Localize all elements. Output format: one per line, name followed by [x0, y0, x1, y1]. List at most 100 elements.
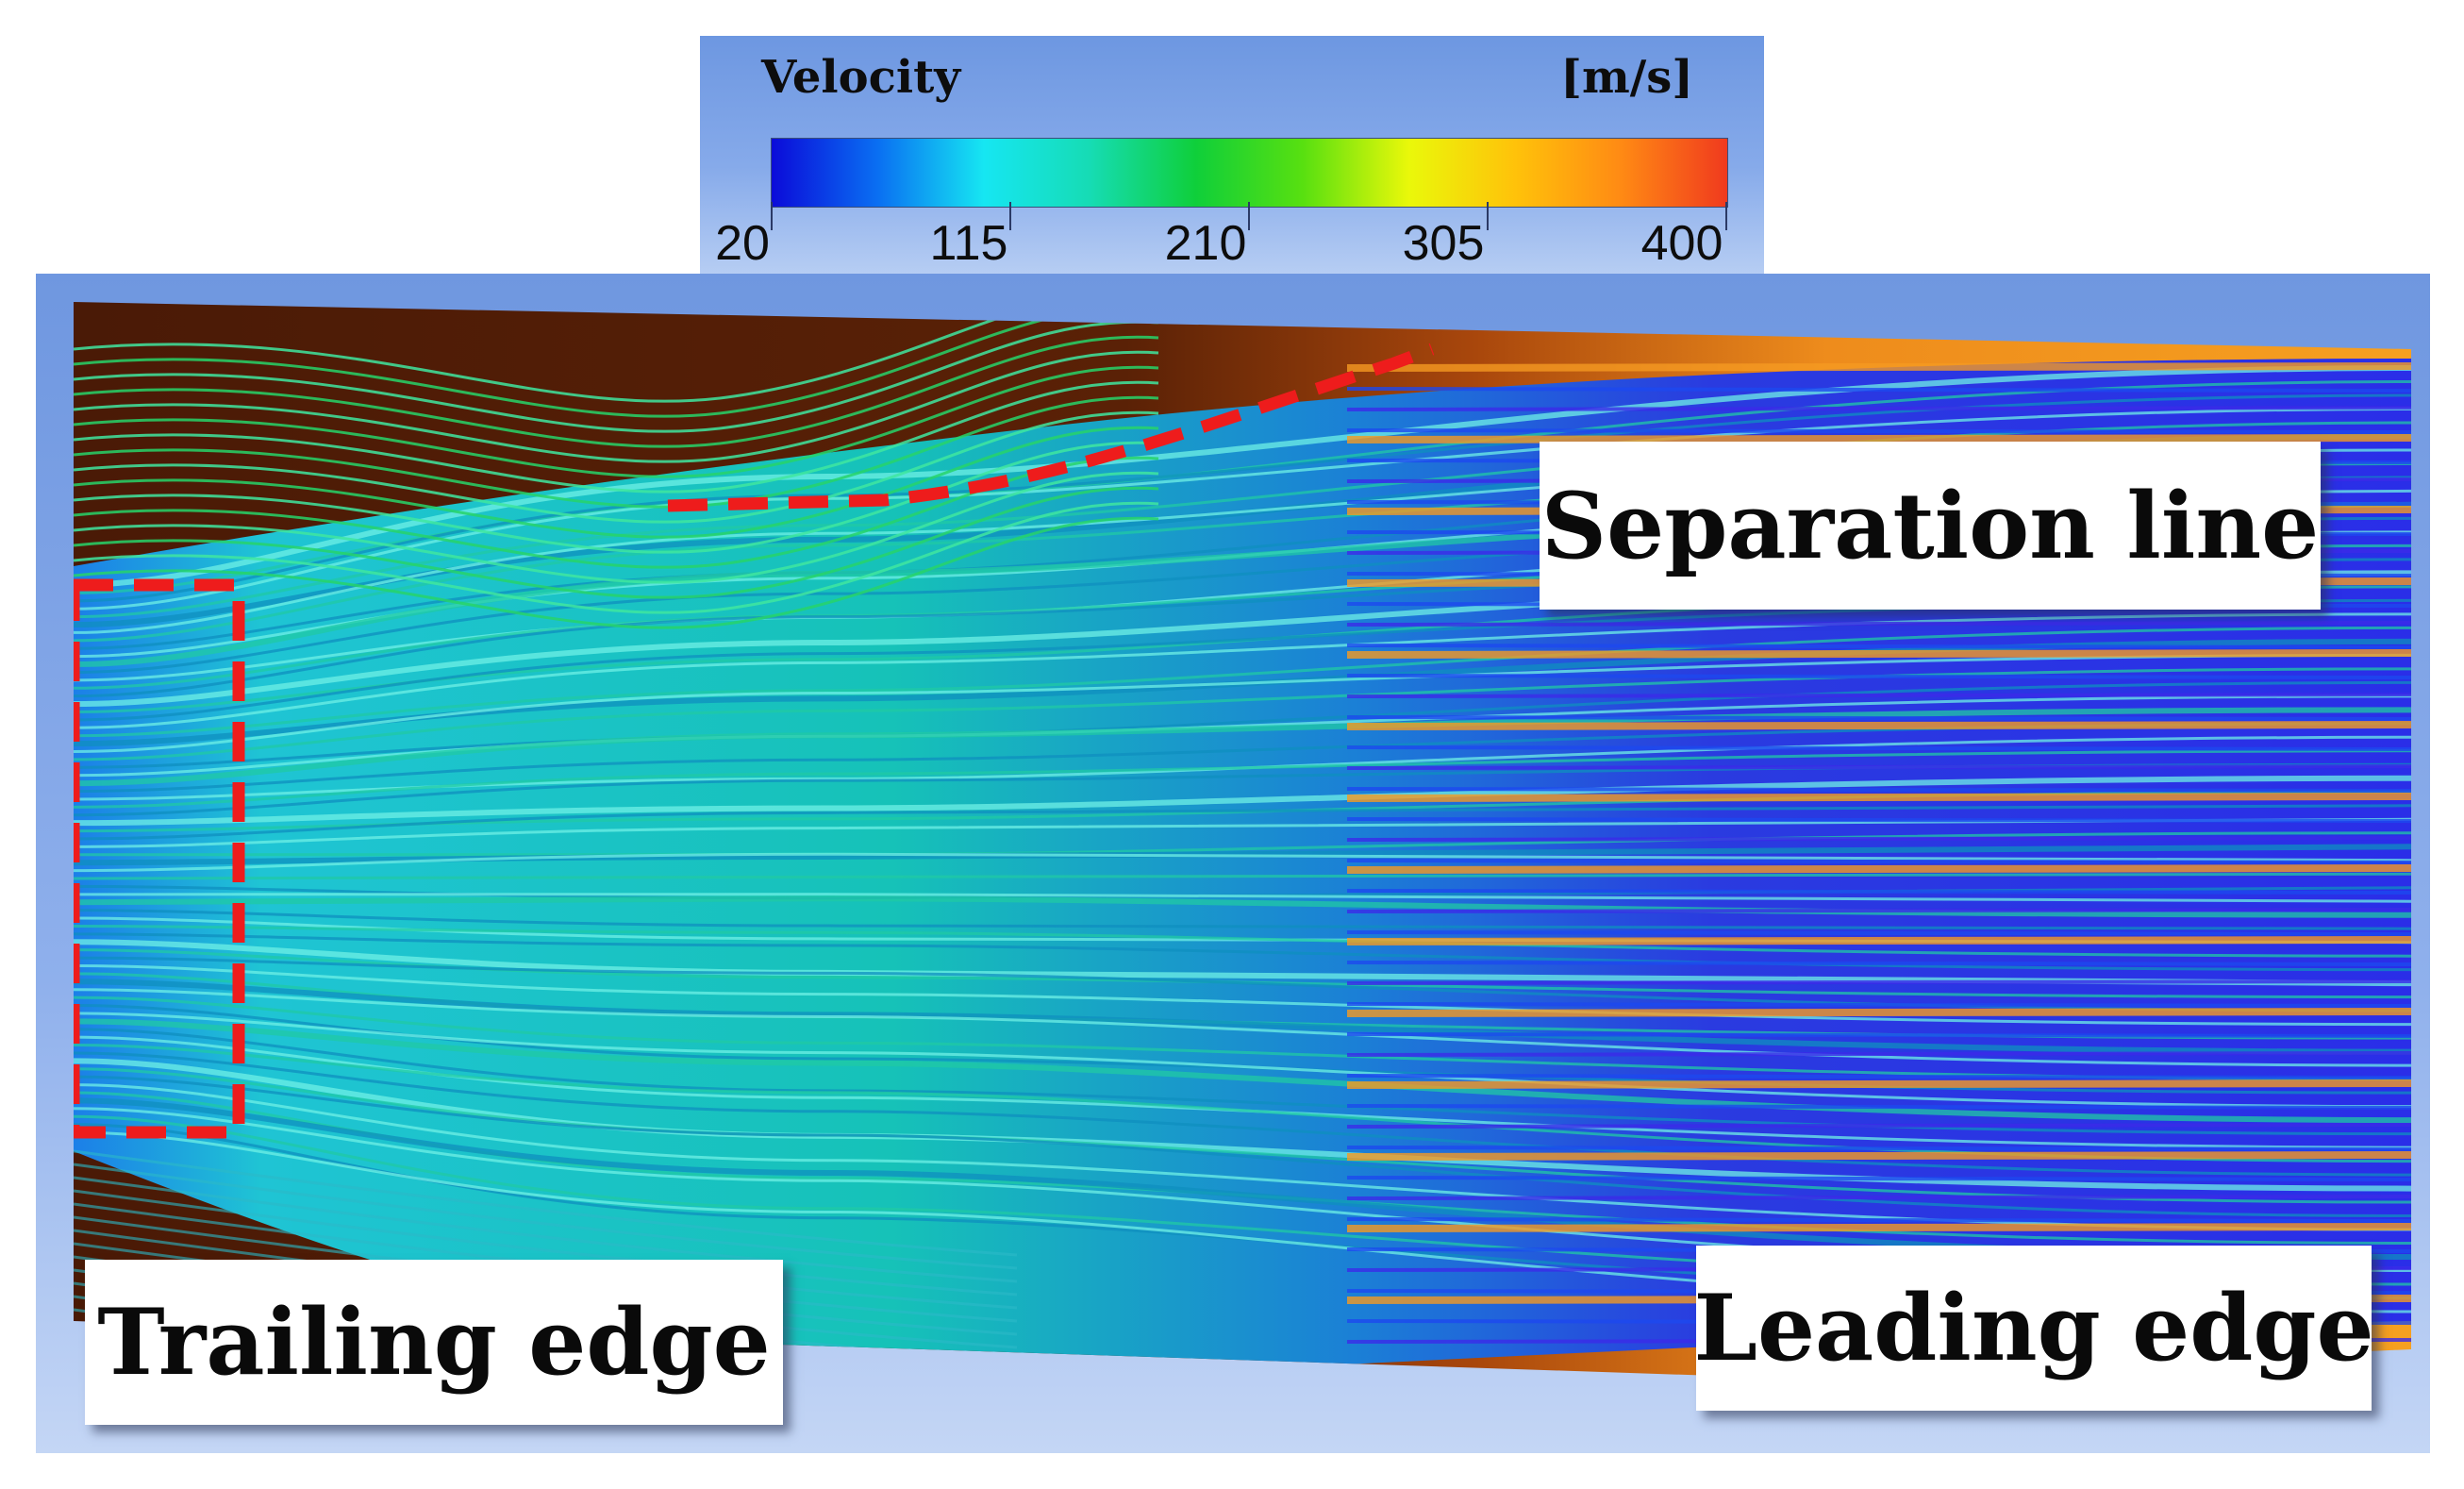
streamline — [1346, 817, 2411, 823]
streamline — [74, 1075, 2411, 1218]
streamline — [74, 988, 2411, 1067]
legend-tick-line — [1009, 202, 1011, 230]
legend-tick-label: 210 — [1164, 216, 1247, 271]
streamline — [74, 707, 2411, 787]
streamline — [74, 350, 1159, 463]
streamline — [1346, 693, 2411, 698]
streamline — [1346, 836, 2411, 842]
streamline — [74, 426, 1159, 539]
streamline — [1346, 721, 2411, 730]
streamline — [1346, 406, 2411, 411]
streamline — [74, 380, 1159, 494]
streamline — [1346, 434, 2411, 443]
streamline — [74, 1202, 1018, 1310]
streamline — [74, 626, 2411, 738]
streamline — [1346, 930, 2411, 936]
streamline — [74, 872, 2411, 880]
streamline — [1346, 428, 2411, 434]
velocity-colorbar — [771, 138, 1728, 208]
separation-line-marker — [667, 343, 1435, 512]
streamline — [1346, 644, 2411, 649]
streamline — [74, 1051, 2411, 1177]
streamline — [74, 471, 1159, 584]
streamline — [1346, 1123, 2411, 1129]
streamline — [74, 924, 2411, 958]
streamline — [74, 407, 2411, 611]
streamline — [1346, 793, 2411, 802]
legend-tick-label: 400 — [1640, 216, 1723, 271]
streamline — [1346, 387, 2411, 393]
streamline — [1346, 859, 2411, 864]
streamline — [1346, 715, 2411, 721]
streamline — [74, 1176, 1018, 1283]
streamline — [74, 516, 1159, 629]
streamline — [1346, 1032, 2411, 1038]
streamline — [74, 844, 2411, 866]
streamline — [1346, 1217, 2411, 1223]
streamline — [74, 893, 2411, 903]
streamline — [1346, 1195, 2411, 1200]
streamline — [74, 1035, 2411, 1149]
streamline — [1346, 745, 2411, 751]
streamline — [1346, 961, 2411, 966]
leading-edge-label: Leading edge — [1693, 1246, 2374, 1411]
streamline — [1346, 979, 2411, 985]
legend-title: Velocity — [761, 51, 961, 104]
streamline — [1346, 1079, 2411, 1089]
streamline — [74, 1163, 1018, 1270]
streamline — [1346, 936, 2411, 945]
streamline — [74, 735, 2411, 801]
legend-tick-label: 305 — [1402, 216, 1485, 271]
legend-tick-line — [1725, 202, 1727, 230]
streamline — [74, 501, 1159, 614]
streamline — [1346, 621, 2411, 627]
legend-tick-line — [1248, 202, 1250, 230]
streamline — [74, 852, 2411, 873]
streamline — [1346, 908, 2411, 913]
streamline — [1346, 1176, 2411, 1181]
streamline — [74, 804, 2411, 841]
streamline — [74, 410, 1159, 524]
legend-tick-label: 20 — [715, 216, 770, 271]
streamline — [74, 979, 2411, 1055]
streamline — [74, 598, 2411, 722]
trailing-edge-label: Trailing edge — [85, 1260, 783, 1425]
legend-tick-line — [1487, 202, 1489, 230]
streamline — [74, 1097, 2411, 1261]
streamline — [74, 456, 1159, 569]
colorbar-legend: Velocity [m/s] 20 115 210 305 400 — [700, 36, 1764, 274]
streamline — [74, 775, 2411, 827]
streamline — [1346, 1002, 2411, 1008]
streamline — [1346, 1008, 2411, 1017]
streamline — [1346, 1223, 2411, 1232]
streamline — [1346, 1104, 2411, 1110]
streamline — [74, 305, 1159, 418]
streamline — [74, 963, 2411, 1027]
streamline — [74, 320, 1159, 433]
streamline-panel: Separation line Trailing edge Leading ed… — [36, 274, 2430, 1453]
streamline — [1346, 362, 2411, 372]
streamline — [1346, 864, 2411, 874]
legend-tick-label: 115 — [929, 216, 1008, 271]
streamline — [74, 365, 1159, 478]
trailing-edge-marker — [74, 578, 245, 1139]
streamline — [1346, 1151, 2411, 1161]
streamline — [74, 948, 2411, 999]
streamline — [74, 1149, 1018, 1257]
streamline — [74, 653, 2411, 754]
streamline — [74, 1018, 2411, 1124]
streamline — [1346, 889, 2411, 895]
streamlines — [74, 302, 2411, 1378]
streamline — [74, 335, 1159, 448]
separation-line-label: Separation line — [1540, 442, 2321, 610]
streamline — [1346, 1051, 2411, 1057]
streamline — [74, 486, 1159, 599]
streamline — [1346, 1074, 2411, 1079]
streamline — [74, 995, 2411, 1081]
streamline — [1346, 674, 2411, 679]
streamline — [1346, 764, 2411, 770]
streamline — [74, 722, 2411, 794]
streamline — [1346, 787, 2411, 793]
streamline — [74, 909, 2411, 930]
streamline — [74, 1083, 2411, 1231]
